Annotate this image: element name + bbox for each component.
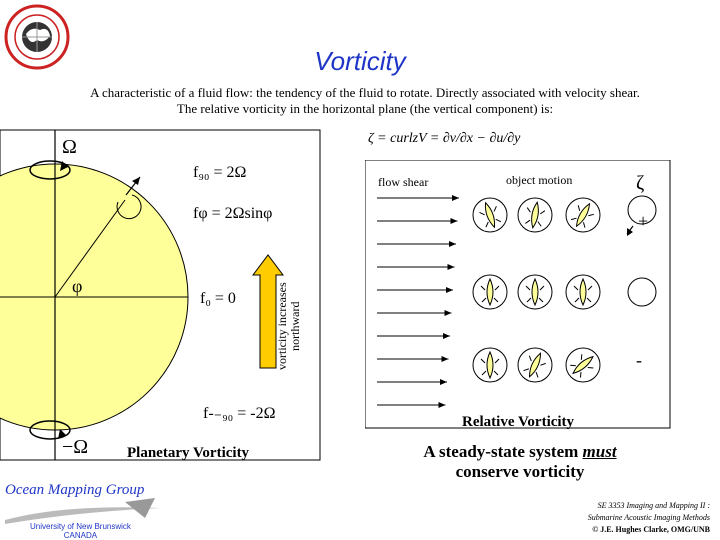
course-line-1: SE 3353 Imaging and Mapping II :: [597, 501, 710, 510]
object-circle: [565, 274, 601, 310]
object-motion-circles: [472, 197, 601, 383]
planetary-panel-frame: [0, 129, 321, 461]
zeta-circle-positive: [627, 195, 657, 225]
latitude-radius: [54, 199, 126, 298]
ggeunb-logo: [4, 4, 70, 70]
statement-line-2: conserve vorticity: [455, 462, 585, 481]
object-circle: [517, 274, 553, 310]
shear-arrowhead: [447, 264, 455, 270]
page-title: Vorticity: [314, 46, 406, 76]
intro-line-2: The relative vorticity in the horizontal…: [176, 101, 554, 116]
f0-label: f₀ = 0: [200, 290, 236, 307]
object-figure: [573, 277, 593, 307]
steady-state-statement: A steady-state system must conserve vort…: [365, 442, 675, 482]
object-motion-label: object motion: [506, 173, 573, 187]
south-rotation-arrowhead: [58, 429, 66, 439]
zeta-circle-zero: [627, 277, 657, 307]
planetary-caption: Planetary Vorticity: [127, 445, 250, 461]
shear-arrowhead: [444, 310, 452, 316]
course-line-2: Submarine Acoustic Imaging Methods: [587, 513, 710, 522]
zeta-label: ζ: [636, 172, 645, 194]
swoosh-graphic: [5, 498, 160, 524]
shear-arrowhead: [452, 195, 459, 201]
unb-label: University of New Brunswick CANADA: [30, 522, 131, 540]
object-figure: [480, 350, 500, 380]
statement-line-1: A steady-state system must: [365, 442, 675, 462]
northward-arrow-label: vorticity increases northward: [275, 282, 302, 370]
planetary-vorticity-diagram: [0, 129, 321, 461]
object-circle: [517, 347, 553, 383]
flow-shear-arrows: [377, 195, 459, 408]
ocean-mapping-group-label: Ocean Mapping Group: [5, 482, 145, 498]
fminus90-label: f-₋₉₀ = -2Ω: [203, 405, 276, 422]
relative-caption: Relative Vorticity: [462, 414, 575, 430]
shear-arrowhead: [441, 356, 449, 362]
shear-arrowhead: [446, 287, 453, 293]
relative-vorticity-diagram: [365, 160, 671, 429]
south-rotation-ring: [29, 420, 71, 440]
omega-bottom-label: −Ω: [62, 436, 89, 458]
object-circle: [565, 197, 601, 233]
arrow-label-line-2: northward: [288, 301, 302, 351]
credit-line: © J.E. Hughes Clarke, OMG/UNB: [592, 525, 710, 534]
north-rotation-ring: [29, 160, 71, 180]
northward-arrow: [252, 254, 284, 369]
sign-negative: -: [636, 350, 642, 370]
vorticity-equation: ζ = curlzV = ∂v/∂x − ∂u/∂y: [368, 131, 521, 146]
shear-arrowhead: [449, 241, 456, 247]
statement-emphasis: must: [582, 442, 617, 461]
object-figure: [570, 202, 594, 228]
sign-positive: +: [638, 211, 649, 231]
phi-label: φ: [72, 276, 83, 296]
north-rotation-arrowhead: [60, 161, 68, 171]
object-figure: [479, 201, 502, 229]
shear-arrowhead: [450, 218, 458, 224]
object-figure: [480, 277, 500, 307]
shear-arrowhead: [443, 333, 450, 339]
object-circle: [565, 347, 601, 383]
local-rotation-circle: [116, 194, 142, 220]
zeta-rotation-arrowhead: [627, 228, 633, 236]
object-circle: [517, 197, 553, 233]
shear-arrowhead: [440, 379, 447, 385]
relative-panel-frame: [365, 160, 671, 429]
flow-shear-label: flow shear: [378, 175, 429, 189]
course-credit: SE 3353 Imaging and Mapping II : Submari…: [588, 500, 710, 536]
object-figure: [525, 201, 546, 229]
intro-text: A characteristic of a fluid flow: the te…: [40, 85, 690, 117]
object-figure: [525, 277, 545, 307]
object-figure: [570, 354, 594, 378]
university-name: University of New Brunswick: [30, 522, 131, 531]
object-circle: [472, 197, 508, 233]
statement-prefix: A steady-state system: [423, 442, 583, 461]
shear-arrowhead: [438, 402, 446, 408]
object-circle: [472, 347, 508, 383]
object-circle: [472, 274, 508, 310]
object-figure: [523, 352, 546, 378]
country-name: CANADA: [63, 531, 98, 540]
f90-label: f₉₀ = 2Ω: [193, 164, 247, 181]
intro-line-1: A characteristic of a fluid flow: the te…: [90, 85, 640, 100]
local-vertical-arrowhead: [132, 177, 140, 185]
fphi-label: fφ = 2Ωsinφ: [193, 205, 273, 222]
omega-top-label: Ω: [62, 136, 77, 158]
